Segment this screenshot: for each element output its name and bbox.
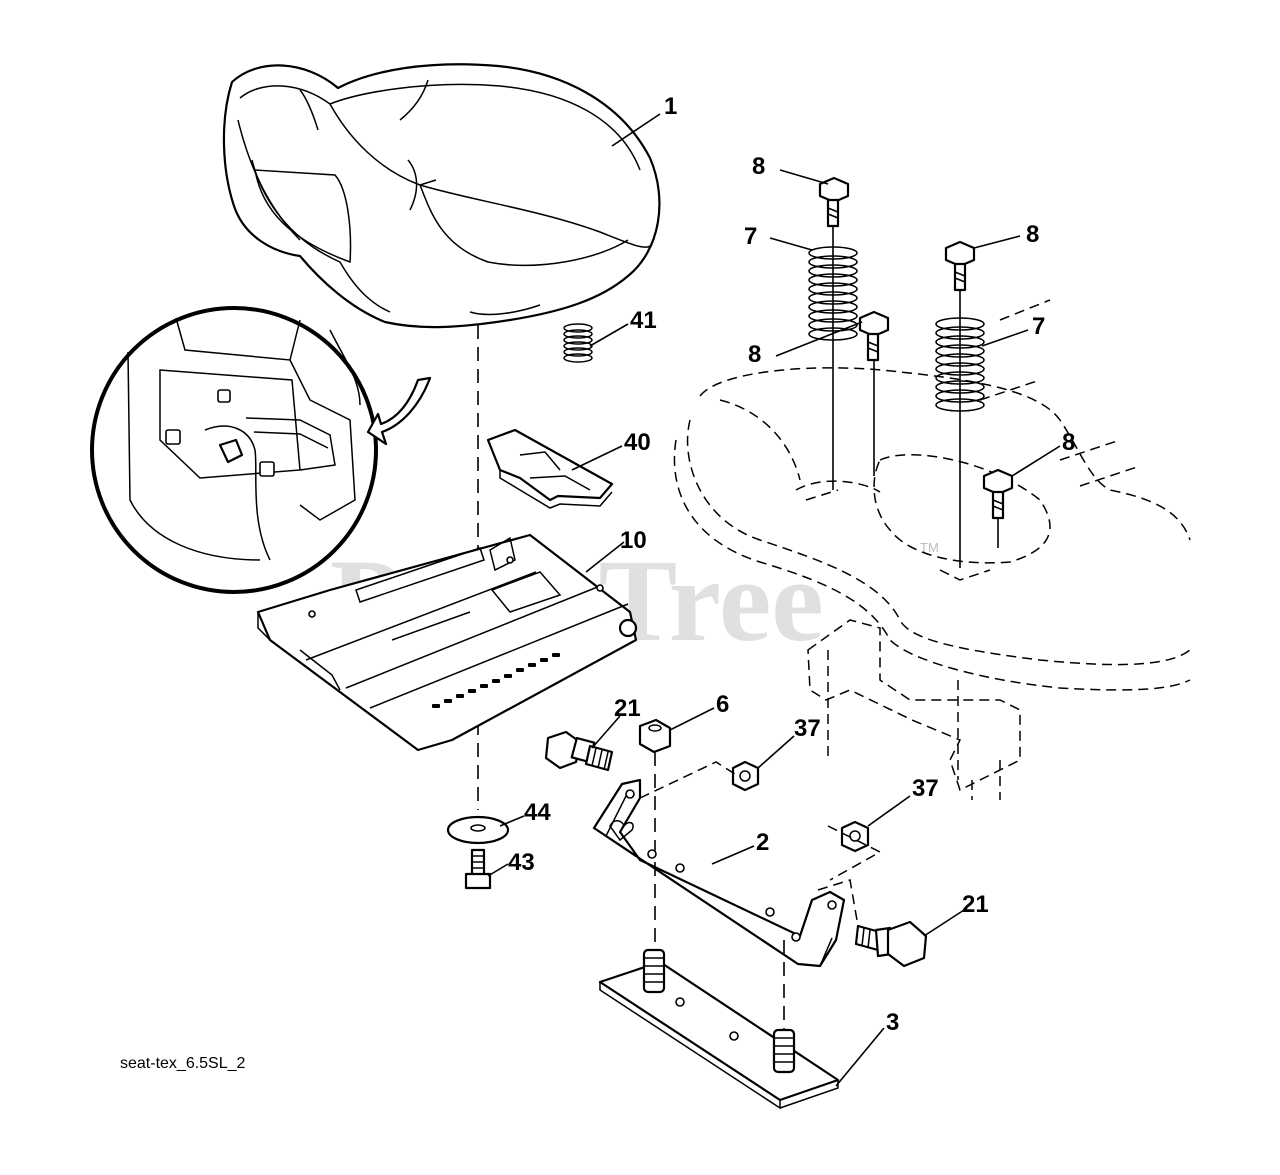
callout-21-left: 21: [614, 695, 641, 722]
base-plate-part: [598, 948, 840, 1110]
seat-latch-bracket-part: [486, 428, 614, 509]
detail-view-circle: [90, 306, 378, 594]
fender-phantom-outline: [673, 299, 1191, 800]
diagram-caption: seat-tex_6.5SL_2: [120, 1055, 246, 1072]
nut-6-part: [638, 718, 672, 754]
callout-2: 2: [756, 829, 769, 856]
callout-10: 10: [620, 527, 647, 554]
callout-3: 3: [886, 1009, 899, 1036]
bolt-8-upper-right-part: [944, 240, 976, 292]
callout-43: 43: [508, 849, 535, 876]
seat-pan-part: [256, 533, 638, 752]
callout-7-right: 7: [1032, 313, 1045, 340]
callout-41: 41: [630, 307, 657, 334]
nut-37-upper-part: [731, 760, 760, 792]
callout-8-middle: 8: [748, 341, 761, 368]
shoulder-bolt-21-left-part: [544, 730, 614, 772]
callout-6: 6: [716, 691, 729, 718]
washer-part: [446, 815, 510, 845]
callout-40: 40: [624, 429, 651, 456]
seat-part: [222, 63, 661, 329]
callout-1: 1: [664, 93, 677, 120]
bolt-8-middle-part: [858, 310, 890, 362]
trademark: TM: [920, 540, 939, 555]
nut-37-lower-part: [840, 820, 870, 853]
leader-lines: [487, 113, 1061, 1087]
detail-arrow: [366, 376, 432, 446]
callout-21-right: 21: [962, 891, 989, 918]
seat-pivot-bracket-part: [592, 778, 846, 968]
callout-8-lower-right: 8: [1062, 429, 1075, 456]
small-spring-part: [563, 323, 593, 363]
callout-37-lower: 37: [912, 775, 939, 802]
callout-7-left: 7: [744, 223, 757, 250]
callout-8-top-left: 8: [752, 153, 765, 180]
bolt-8-lower-right-part: [982, 468, 1014, 520]
bolt-43-part: [464, 848, 492, 890]
callout-44: 44: [524, 799, 551, 826]
callout-37-upper: 37: [794, 715, 821, 742]
callout-8-top-right: 8: [1026, 221, 1039, 248]
shoulder-bolt-21-right-part: [854, 920, 928, 968]
bolt-8-upper-left-part: [818, 176, 850, 228]
